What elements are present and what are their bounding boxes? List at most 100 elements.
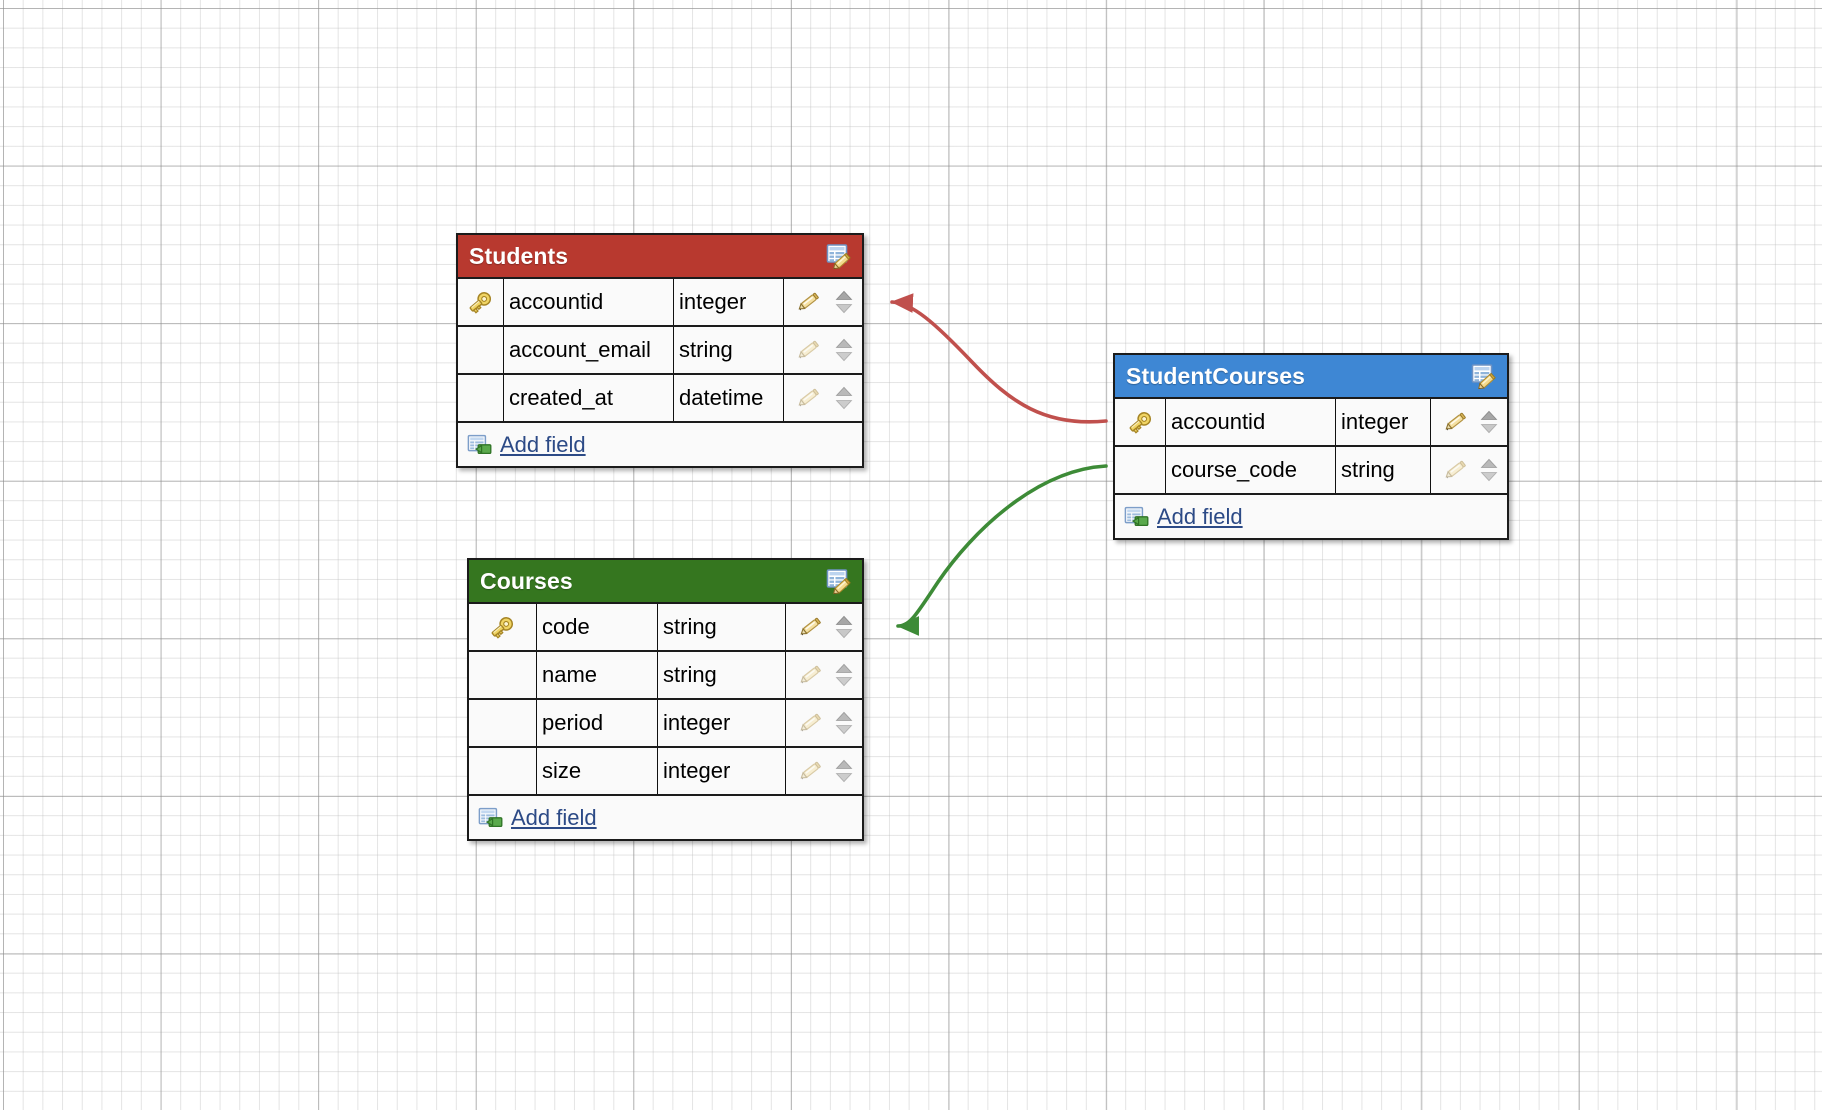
field-name-cell[interactable]: size xyxy=(537,748,658,794)
key-icon xyxy=(467,290,494,314)
pencil-icon[interactable] xyxy=(1442,411,1468,433)
primary-key-cell[interactable] xyxy=(469,652,537,698)
table-title: Students xyxy=(469,242,569,269)
field-type-cell[interactable]: integer xyxy=(658,700,786,746)
table-header-students[interactable]: Students xyxy=(458,235,862,279)
field-type-cell[interactable]: integer xyxy=(674,279,784,325)
table-title: Courses xyxy=(480,567,573,594)
field-type-cell[interactable]: string xyxy=(1336,447,1431,493)
field-name: size xyxy=(542,758,582,783)
field-tools-cell xyxy=(786,748,862,794)
updown-spinner-icon[interactable] xyxy=(835,289,853,315)
table-header-studentcourses[interactable]: StudentCourses xyxy=(1115,355,1507,399)
field-name-cell[interactable]: created_at xyxy=(504,375,674,421)
field-type: string xyxy=(663,614,717,639)
primary-key-cell[interactable] xyxy=(469,748,537,794)
pencil-icon[interactable] xyxy=(1442,459,1468,481)
field-tools-cell xyxy=(784,279,862,325)
field-name: created_at xyxy=(509,385,613,410)
pencil-icon[interactable] xyxy=(795,291,821,313)
key-icon xyxy=(1127,410,1154,434)
field-type: integer xyxy=(663,758,731,783)
field-row[interactable]: size integer xyxy=(469,748,862,796)
field-type-cell[interactable]: datetime xyxy=(674,375,784,421)
updown-spinner-icon[interactable] xyxy=(835,758,853,784)
field-name-cell[interactable]: accountid xyxy=(1166,399,1336,445)
field-type: integer xyxy=(1341,409,1409,434)
field-type-cell[interactable]: integer xyxy=(658,748,786,794)
field-tools-cell xyxy=(1431,399,1507,445)
primary-key-cell[interactable] xyxy=(469,700,537,746)
add-field-link[interactable]: Add field xyxy=(1157,503,1243,529)
field-row[interactable]: created_at datetime xyxy=(458,375,862,423)
field-tools-cell xyxy=(784,375,862,421)
table-insert-icon xyxy=(478,807,504,829)
field-name-cell[interactable]: name xyxy=(537,652,658,698)
pencil-icon[interactable] xyxy=(795,387,821,409)
field-name: accountid xyxy=(509,289,604,314)
field-type: integer xyxy=(679,289,747,314)
primary-key-cell[interactable] xyxy=(1115,447,1166,493)
updown-spinner-icon[interactable] xyxy=(835,337,853,363)
field-tools-cell xyxy=(784,327,862,373)
primary-key-cell[interactable] xyxy=(1115,399,1166,445)
add-field-link[interactable]: Add field xyxy=(500,431,586,457)
field-name-cell[interactable]: period xyxy=(537,700,658,746)
field-row[interactable]: accountid integer xyxy=(458,279,862,327)
field-name-cell[interactable]: accountid xyxy=(504,279,674,325)
field-tools-cell xyxy=(1431,447,1507,493)
updown-spinner-icon[interactable] xyxy=(835,662,853,688)
add-field-row[interactable]: Add field xyxy=(469,796,862,839)
field-name-cell[interactable]: code xyxy=(537,604,658,650)
field-type: string xyxy=(679,337,733,362)
field-type: string xyxy=(1341,457,1395,482)
primary-key-cell[interactable] xyxy=(458,375,504,421)
field-type-cell[interactable]: integer xyxy=(1336,399,1431,445)
field-type: datetime xyxy=(679,385,764,410)
pencil-icon[interactable] xyxy=(797,664,823,686)
add-field-link[interactable]: Add field xyxy=(511,804,597,830)
primary-key-cell[interactable] xyxy=(458,279,504,325)
add-field-row[interactable]: Add field xyxy=(1115,495,1507,538)
table-header-courses[interactable]: Courses xyxy=(469,560,862,604)
field-type-cell[interactable]: string xyxy=(658,652,786,698)
primary-key-cell[interactable] xyxy=(469,604,537,650)
field-name: code xyxy=(542,614,590,639)
updown-spinner-icon[interactable] xyxy=(835,614,853,640)
table-edit-icon[interactable] xyxy=(826,568,854,594)
updown-spinner-icon[interactable] xyxy=(835,710,853,736)
field-name-cell[interactable]: course_code xyxy=(1166,447,1336,493)
table-insert-icon xyxy=(467,434,493,456)
field-type-cell[interactable]: string xyxy=(658,604,786,650)
table-edit-icon[interactable] xyxy=(1471,363,1499,389)
field-tools-cell xyxy=(786,604,862,650)
key-icon xyxy=(489,615,516,639)
add-field-row[interactable]: Add field xyxy=(458,423,862,466)
pencil-icon[interactable] xyxy=(797,760,823,782)
field-type: string xyxy=(663,662,717,687)
updown-spinner-icon[interactable] xyxy=(1480,409,1498,435)
field-name: name xyxy=(542,662,598,687)
field-row[interactable]: course_code string xyxy=(1115,447,1507,495)
field-row[interactable]: code string xyxy=(469,604,862,652)
updown-spinner-icon[interactable] xyxy=(1480,457,1498,483)
primary-key-cell[interactable] xyxy=(458,327,504,373)
table-edit-icon[interactable] xyxy=(826,243,854,269)
field-tools-cell xyxy=(786,700,862,746)
field-name: course_code xyxy=(1171,457,1297,482)
pencil-icon[interactable] xyxy=(797,616,823,638)
field-row[interactable]: name string xyxy=(469,652,862,700)
updown-spinner-icon[interactable] xyxy=(835,385,853,411)
pencil-icon[interactable] xyxy=(795,339,821,361)
field-type-cell[interactable]: string xyxy=(674,327,784,373)
pencil-icon[interactable] xyxy=(797,712,823,734)
field-name-cell[interactable]: account_email xyxy=(504,327,674,373)
table-insert-icon xyxy=(1124,506,1150,528)
